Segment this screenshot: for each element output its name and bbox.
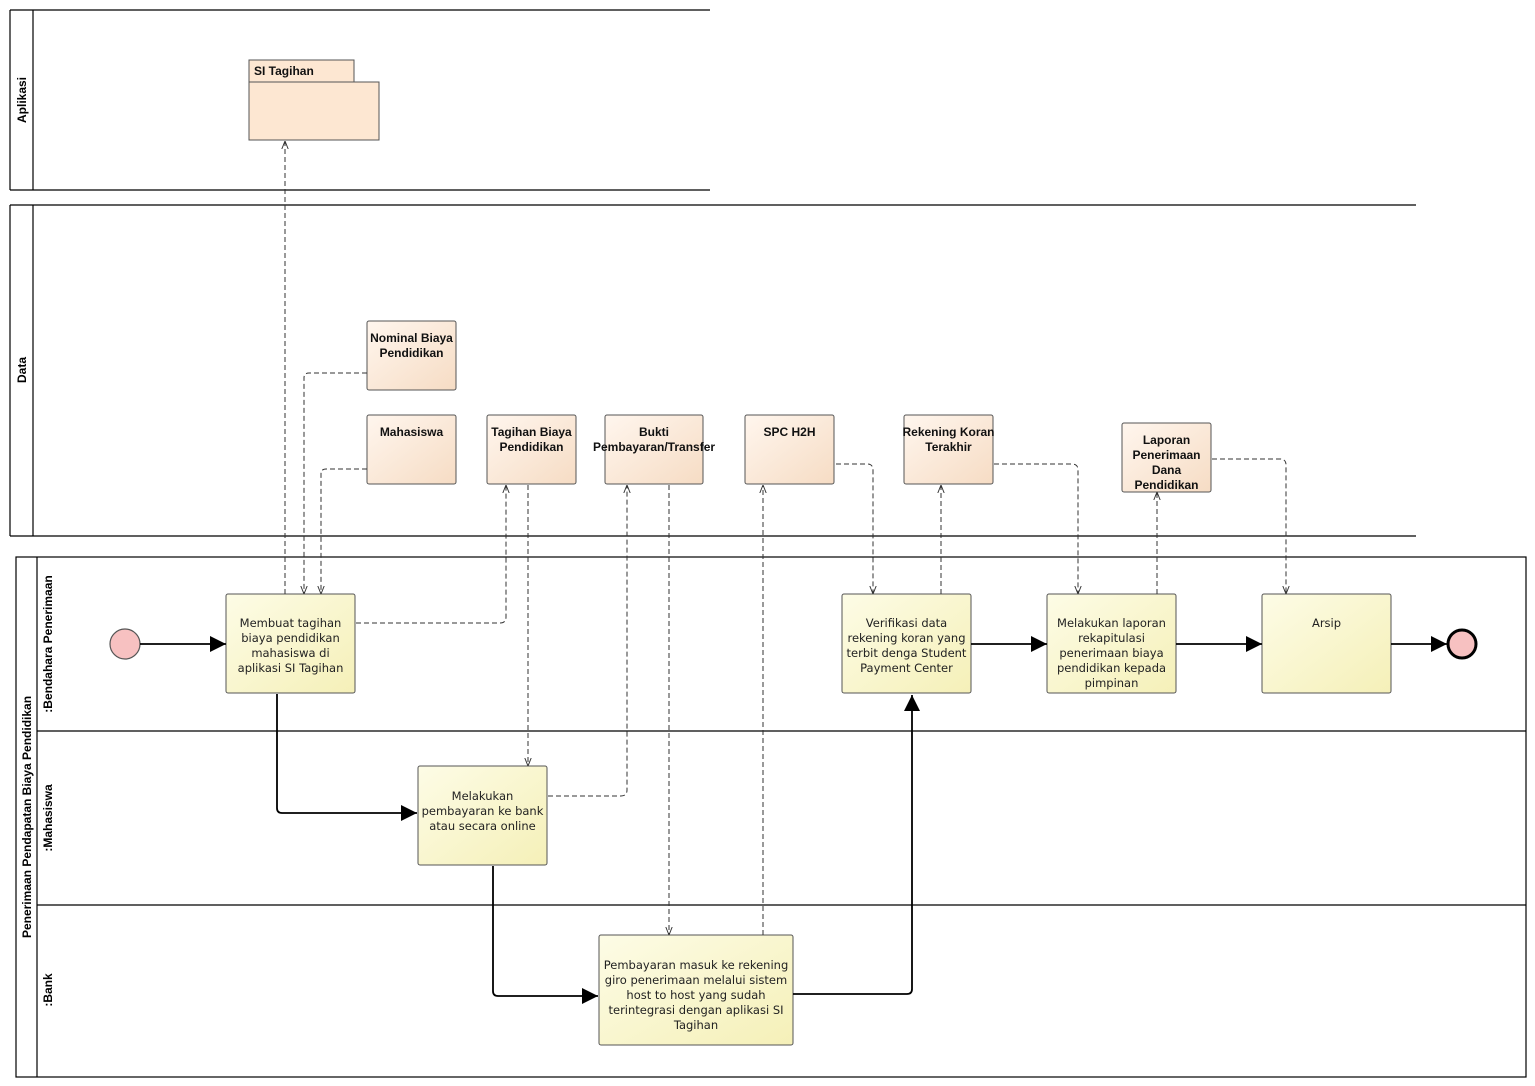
data-object-mahasiswa[interactable]: Mahasiswa bbox=[366, 414, 457, 485]
lane-aplikasi: Aplikasi bbox=[9, 9, 710, 191]
task-verifikasi-label-line: terbit denga Student bbox=[847, 646, 967, 660]
data-object-rekening-label-line: Terakhir bbox=[925, 440, 972, 454]
package-si-tagihan[interactable]: SI Tagihan bbox=[248, 59, 380, 141]
lane-label-mahasiswa: :Mahasiswa bbox=[41, 784, 55, 852]
task-pembayaran-masuk-shape bbox=[598, 934, 794, 1046]
task-melakukan-pembayaran-label-line: pembayaran ke bank bbox=[422, 804, 544, 818]
task-pembayaran-masuk-label-line: host to host yang sudah bbox=[626, 988, 765, 1002]
task-verifikasi-label-line: Verifikasi data bbox=[866, 616, 947, 630]
task-pembayaran-masuk-label-line: giro penerimaan melalui sistem bbox=[605, 973, 787, 987]
lane-label-data: Data bbox=[15, 357, 29, 383]
start-event[interactable] bbox=[109, 628, 141, 660]
end-event[interactable] bbox=[1446, 628, 1478, 660]
data-object-laporan-label-line: Laporan bbox=[1143, 433, 1190, 447]
package-label: SI Tagihan bbox=[254, 64, 314, 78]
data-object-bukti-label-line: Bukti bbox=[639, 425, 669, 439]
assoc-mahasiswa-to-membuat bbox=[321, 468, 367, 594]
task-pembayaran-masuk-label-line: Pembayaran masuk ke rekening bbox=[604, 958, 789, 972]
task-laporan-rekapitulasi-label-line: pendidikan kepada bbox=[1057, 661, 1166, 675]
task-arsip-shape bbox=[1261, 593, 1392, 694]
task-laporan-rekapitulasi-label-line: penerimaan biaya bbox=[1059, 646, 1163, 660]
task-pembayaran-masuk-label-line: Tagihan bbox=[673, 1018, 718, 1032]
task-verifikasi-label-line: rekening koran yang bbox=[847, 631, 965, 645]
data-object-rekening-label-line: Rekening Koran bbox=[902, 425, 994, 439]
flow-bank-to-verifikasi bbox=[793, 695, 921, 995]
lane-label-bendahara: :Bendahara Penerimaan bbox=[41, 575, 55, 712]
data-object-laporan-label-line: Dana bbox=[1152, 463, 1182, 477]
task-melakukan-pembayaran-label-line: Melakukan bbox=[452, 789, 514, 803]
task-arsip-label-line: Arsip bbox=[1312, 616, 1341, 630]
data-object-bukti-label-line: Pembayaran/Transfer bbox=[593, 440, 715, 454]
data-object-tagihan-label-line: Pendidikan bbox=[499, 440, 563, 454]
task-verifikasi-label-line: Payment Center bbox=[860, 661, 953, 675]
data-object-rekening-shape bbox=[903, 414, 994, 485]
task-membuat-tagihan-label-line: mahasiswa di bbox=[251, 646, 329, 660]
assoc-nominal-to-membuat bbox=[304, 372, 367, 594]
data-object-nominal-label-line: Pendidikan bbox=[379, 346, 443, 360]
task-arsip[interactable]: Arsip bbox=[1261, 593, 1392, 694]
task-laporan-rekapitulasi[interactable]: Melakukan laporanrekapitulasipenerimaan … bbox=[1046, 593, 1177, 694]
flow-bayar-to-bank bbox=[492, 866, 598, 1005]
flow-membuat-to-bayar bbox=[276, 694, 417, 822]
data-object-tagihan-shape bbox=[486, 414, 577, 485]
data-object-spc-shape bbox=[744, 414, 835, 485]
associations bbox=[285, 141, 1286, 935]
data-object-spc[interactable]: SPC H2H bbox=[744, 414, 835, 485]
data-object-laporan-shape bbox=[1121, 422, 1212, 493]
task-membuat-tagihan-label-line: Membuat tagihan bbox=[240, 616, 342, 630]
task-laporan-rekapitulasi-label-line: pimpinan bbox=[1085, 676, 1139, 690]
data-object-tagihan-label-line: Tagihan Biaya bbox=[491, 425, 572, 439]
lane-label-aplikasi: Aplikasi bbox=[15, 77, 29, 123]
assoc-spc-to-verifikasi bbox=[836, 463, 873, 594]
task-laporan-rekapitulasi-label-line: Melakukan laporan bbox=[1057, 616, 1166, 630]
task-melakukan-pembayaran-shape bbox=[417, 765, 548, 866]
pool-label: Penerimaan Pendapatan Biaya Pendidikan bbox=[20, 696, 34, 938]
assoc-membuat-to-tagihan bbox=[356, 485, 506, 624]
task-membuat-tagihan-label-line: biaya pendidikan bbox=[241, 631, 340, 645]
data-object-nominal-label-line: Nominal Biaya bbox=[370, 331, 453, 345]
pool-penerimaan: Penerimaan Pendapatan Biaya Pendidikan :… bbox=[15, 556, 1527, 1078]
sequence-flows bbox=[140, 635, 1447, 1005]
data-object-nominal-shape bbox=[366, 320, 457, 391]
data-object-bukti-shape bbox=[604, 414, 704, 485]
assoc-rekening-to-laporan bbox=[994, 463, 1078, 594]
task-laporan-rekapitulasi-label-line: rekapitulasi bbox=[1078, 631, 1145, 645]
task-pembayaran-masuk-label-line: terintegrasi dengan aplikasi SI bbox=[608, 1003, 783, 1017]
data-object-mahasiswa-shape bbox=[366, 414, 457, 485]
assoc-bayar-to-bukti bbox=[548, 485, 627, 797]
data-object-mahasiswa-label-line: Mahasiswa bbox=[380, 425, 444, 439]
data-object-laporan-label-line: Pendidikan bbox=[1134, 478, 1198, 492]
task-melakukan-pembayaran-label-line: atau secara online bbox=[429, 819, 536, 833]
task-membuat-tagihan-label-line: aplikasi SI Tagihan bbox=[238, 661, 344, 675]
assoc-dana-to-arsip bbox=[1212, 458, 1286, 594]
data-object-laporan-label-line: Penerimaan bbox=[1132, 448, 1200, 462]
data-object-spc-label-line: SPC H2H bbox=[763, 425, 815, 439]
lane-label-bank: :Bank bbox=[41, 973, 55, 1007]
lane-data: Data bbox=[9, 204, 1416, 537]
